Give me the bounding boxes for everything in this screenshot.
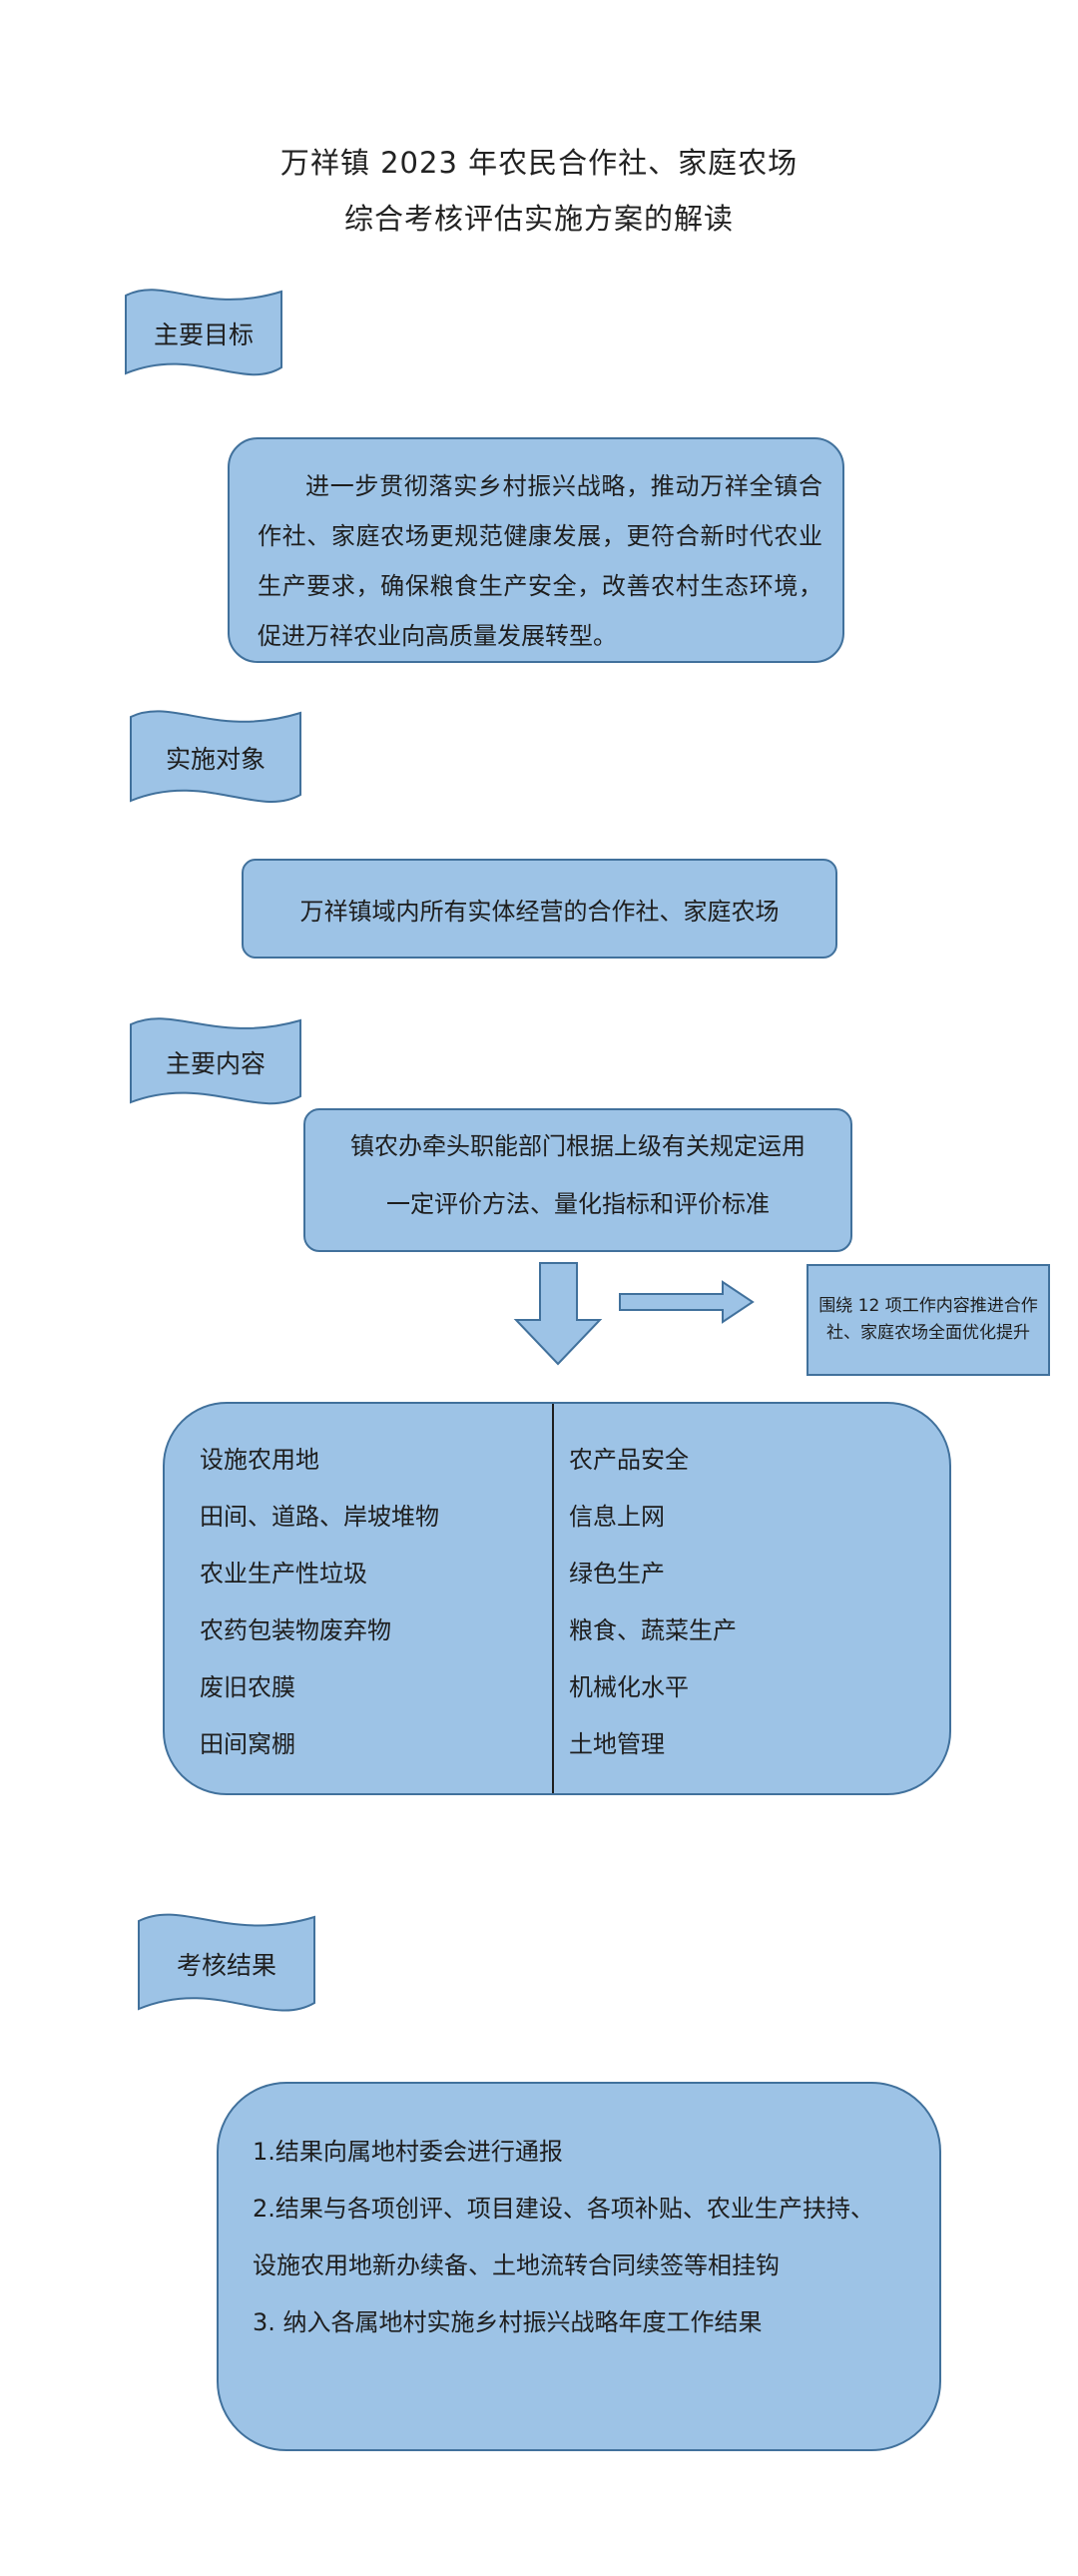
- items-left-column: 设施农用地 田间、道路、岸坡堆物 农业生产性垃圾 农药包装物废弃物 废旧农膜 田…: [200, 1432, 439, 1773]
- list-item: 设施农用地: [200, 1446, 319, 1474]
- banner-label: 主要目标: [153, 321, 254, 349]
- page-title-line-1: 万祥镇 2023 年农民合作社、家庭农场: [279, 146, 799, 180]
- list-item: 粮食、蔬菜生产: [569, 1616, 737, 1644]
- list-item: 农药包装物废弃物: [200, 1616, 391, 1644]
- result-line: 3. 纳入各属地村实施乡村振兴战略年度工作结果: [253, 2308, 763, 2336]
- side-note-box: 围绕 12 项工作内容推进合作社、家庭农场全面优化提升: [807, 1264, 1050, 1376]
- section-banner-goal: 主要目标: [124, 282, 283, 385]
- list-item: 绿色生产: [569, 1560, 665, 1588]
- right-arrow-icon: [619, 1280, 755, 1324]
- list-item: 农产品安全: [569, 1446, 689, 1474]
- list-item: 信息上网: [569, 1503, 665, 1531]
- content-box: 镇农办牵头职能部门根据上级有关规定运用 一定评价方法、量化指标和评价标准: [303, 1108, 852, 1252]
- banner-label: 实施对象: [165, 745, 266, 774]
- result-line: 2.结果与各项创评、项目建设、各项补贴、农业生产扶持、: [253, 2195, 874, 2223]
- banner-label: 考核结果: [176, 1951, 276, 1980]
- section-banner-content: 主要内容: [129, 1010, 302, 1114]
- items-right-column: 农产品安全 信息上网 绿色生产 粮食、蔬菜生产 机械化水平 土地管理: [569, 1432, 737, 1773]
- down-arrow-icon: [513, 1262, 603, 1366]
- list-item: 田间、道路、岸坡堆物: [200, 1503, 439, 1531]
- goal-box: 进一步贯彻落实乡村振兴战略，推动万祥全镇合作社、家庭农场更规范健康发展，更符合新…: [228, 437, 844, 663]
- section-banner-result: 考核结果: [137, 1905, 316, 2023]
- target-box: 万祥镇域内所有实体经营的合作社、家庭农场: [242, 859, 837, 959]
- column-divider: [552, 1404, 554, 1793]
- result-lines: 1.结果向属地村委会进行通报 2.结果与各项创评、项目建设、各项补贴、农业生产扶…: [253, 2124, 919, 2351]
- result-box: 1.结果向属地村委会进行通报 2.结果与各项创评、项目建设、各项补贴、农业生产扶…: [217, 2082, 941, 2451]
- list-item: 机械化水平: [569, 1673, 689, 1701]
- list-item: 农业生产性垃圾: [200, 1560, 367, 1588]
- result-line: 1.结果向属地村委会进行通报: [253, 2138, 563, 2166]
- goal-text: 进一步贯彻落实乡村振兴战略，推动万祥全镇合作社、家庭农场更规范健康发展，更符合新…: [258, 472, 822, 650]
- banner-wave-shape: [130, 710, 301, 803]
- list-item: 土地管理: [569, 1730, 665, 1758]
- list-item: 废旧农膜: [200, 1673, 295, 1701]
- banner-wave-shape: [138, 1913, 315, 2012]
- section-banner-target: 实施对象: [129, 703, 302, 813]
- content-line-2: 一定评价方法、量化指标和评价标准: [386, 1190, 770, 1218]
- page-title-line-2: 综合考核评估实施方案的解读: [343, 202, 734, 236]
- work-items-box: 设施农用地 田间、道路、岸坡堆物 农业生产性垃圾 农药包装物废弃物 废旧农膜 田…: [163, 1402, 951, 1795]
- list-item: 田间窝棚: [200, 1730, 295, 1758]
- banner-wave-shape: [125, 289, 282, 376]
- banner-wave-shape: [130, 1017, 301, 1105]
- content-line-1: 镇农办牵头职能部门根据上级有关规定运用: [350, 1132, 806, 1160]
- result-line: 设施农用地新办续备、土地流转合同续签等相挂钩: [253, 2252, 780, 2279]
- flow-arrows: [513, 1262, 755, 1366]
- banner-label: 主要内容: [165, 1049, 266, 1078]
